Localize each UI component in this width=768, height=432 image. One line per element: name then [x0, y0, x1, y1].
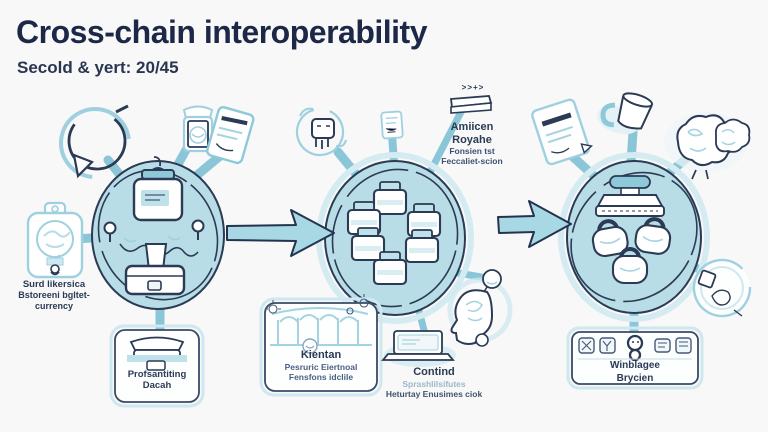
block-icon	[372, 251, 408, 286]
profsantiting-card	[109, 324, 205, 408]
tilted-doc-icon	[531, 98, 594, 166]
label-kientan-sub1: Pesruric Eiertnoal	[284, 361, 358, 372]
label-amiicen-sub1: Fonsien tst	[449, 145, 495, 156]
mini-box-icon	[675, 337, 692, 354]
building-icon	[270, 307, 372, 346]
padlock-icon	[634, 217, 672, 255]
block-cluster	[346, 181, 442, 286]
box-cup-icon	[124, 243, 186, 296]
label-kientan-sub2: Fensfons idclile	[288, 372, 354, 383]
block-icon	[372, 181, 408, 216]
ledger-bar-icon	[449, 95, 493, 114]
page-subtitle: Secold & yert: 20/45	[17, 58, 179, 77]
label-amiicen-sub2: Feccaliet-scion	[441, 155, 503, 166]
label-profsantiting-line2: Dacah	[142, 380, 172, 392]
circular-arrows-icon	[59, 104, 131, 179]
tag-icon	[26, 201, 84, 279]
winblagee-card	[566, 326, 704, 390]
label-surd-line1: Surd likersica	[22, 279, 86, 290]
laptop-icon	[381, 330, 456, 367]
jar-icon	[132, 167, 184, 222]
flow-arrow-1	[226, 209, 335, 257]
connector-line	[388, 130, 398, 168]
label-contind: Contind Sprashlilsifutes Heturtay Enusim…	[368, 366, 500, 399]
label-contind-sub2: Heturtay Enusimes ciok	[385, 389, 483, 400]
label-amiicen-line1: Amiicen	[450, 121, 494, 133]
label-contind-line1: Contind	[413, 366, 455, 378]
label-kientan: Kientan Pesruric Eiertnoal Fensfons idcl…	[264, 349, 378, 382]
label-surd-line3: currency	[34, 300, 74, 311]
arrows-glyph: >>+>	[461, 83, 485, 92]
doodle-keys	[103, 219, 205, 257]
label-surd: Surd likersica Bstoreeni bgltet- currenc…	[2, 279, 106, 311]
label-profsantiting-line1: Profsantiting	[127, 369, 187, 380]
label-surd-line2: Bstoreeni bgltet-	[18, 290, 90, 301]
block-icon	[404, 229, 440, 264]
node-circle-right	[558, 152, 710, 322]
machine-icon	[127, 336, 187, 371]
figure-eight-icon	[626, 334, 644, 362]
mug-icon	[597, 92, 654, 135]
padlock-icon	[591, 219, 629, 258]
robot-circle-icon	[295, 107, 347, 157]
flow-arrow-2	[497, 200, 572, 248]
label-kientan-line1: Kientan	[300, 349, 342, 361]
label-winblagee-line1: Winblagee	[610, 360, 660, 371]
mini-box-icon	[578, 337, 595, 354]
page-title: Cross-chain interoperability	[16, 14, 427, 50]
label-winblagee: Winblagee Brycien	[572, 360, 698, 385]
block-icon	[350, 227, 386, 262]
connector-line	[191, 151, 225, 181]
label-amiicen-line2: Royahe	[452, 133, 492, 146]
mini-box-icon	[599, 337, 616, 354]
card-satellite-icon	[206, 106, 255, 165]
mini-card-icon	[380, 110, 404, 140]
brains-icon	[664, 112, 751, 180]
label-contind-sub1: Sprashlilsifutes	[402, 378, 466, 389]
globe-coin-icon	[692, 258, 752, 318]
mini-box-icon	[654, 338, 671, 353]
label-winblagee-line2: Brycien	[616, 372, 654, 384]
flower-doodles	[265, 294, 372, 315]
label-profsantiting: Profsantiting Dacah	[113, 369, 201, 391]
press-icon	[595, 175, 665, 217]
kientan-card	[259, 294, 383, 397]
label-amiicen: Amiicen Royahe Fonsien tst Feccaliet-sci…	[420, 121, 524, 166]
padlock-icon	[611, 247, 649, 285]
doodle-curl	[153, 156, 162, 167]
head-icon	[447, 269, 513, 347]
node-circle-middle	[316, 152, 474, 324]
